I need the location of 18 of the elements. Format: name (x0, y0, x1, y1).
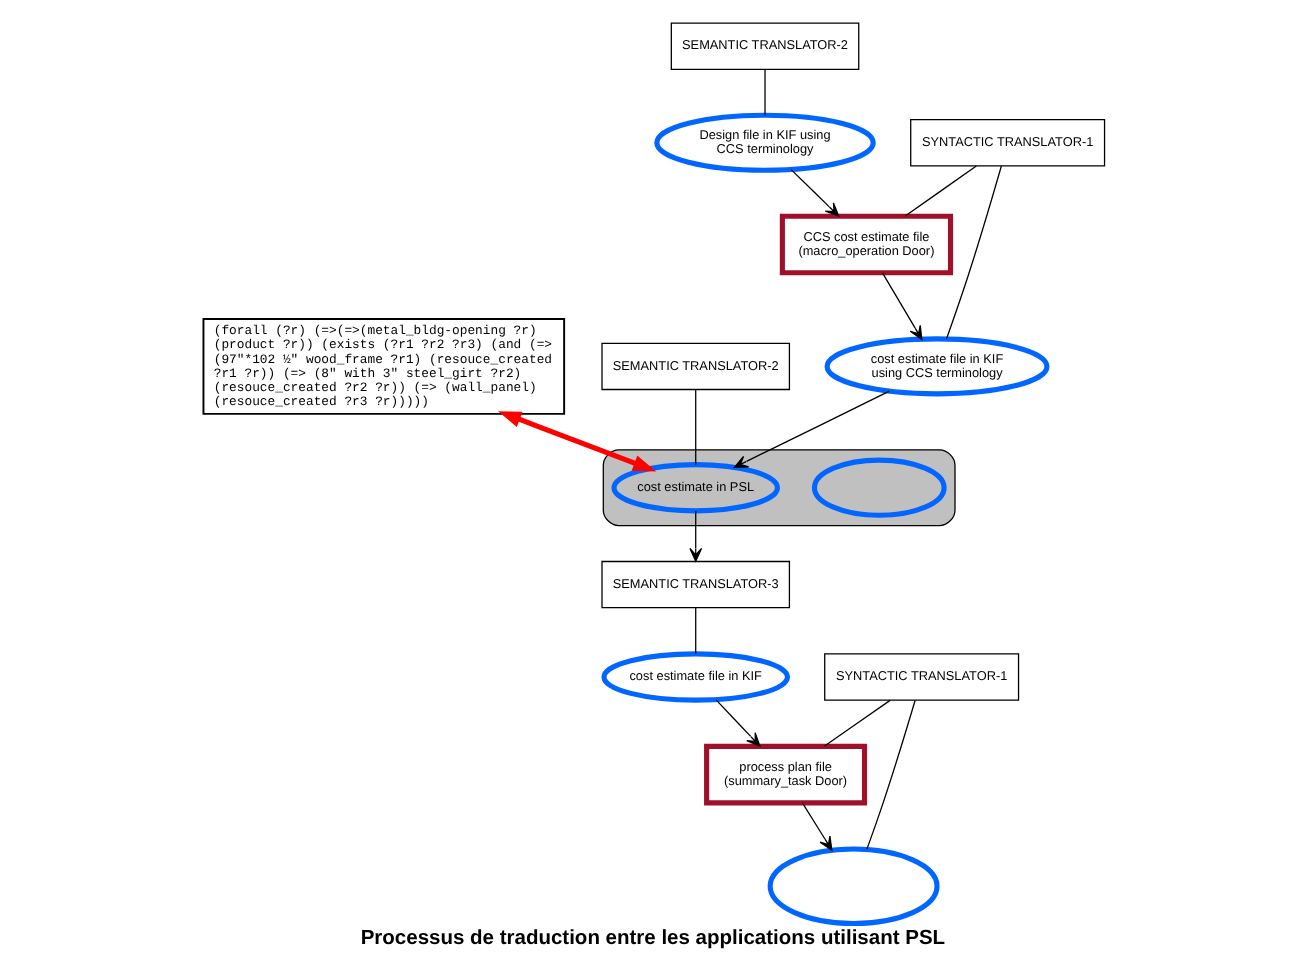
node-ellipse (811, 456, 947, 517)
arrow (733, 389, 890, 467)
arrow (498, 410, 657, 471)
connector (945, 164, 1002, 339)
cluster (602, 448, 956, 526)
arrow (881, 271, 923, 339)
connector (695, 606, 697, 654)
connector (866, 698, 916, 849)
connector (695, 388, 697, 465)
connector (823, 698, 891, 746)
connector (764, 68, 766, 116)
arrow (715, 698, 761, 746)
arrow (689, 509, 703, 561)
connector (904, 164, 977, 216)
arrow (790, 167, 840, 216)
node-ellipse (767, 845, 940, 926)
arrow (801, 801, 833, 850)
diagram-title: Processus de traduction entre les applications utilisant PSL (360, 926, 946, 949)
